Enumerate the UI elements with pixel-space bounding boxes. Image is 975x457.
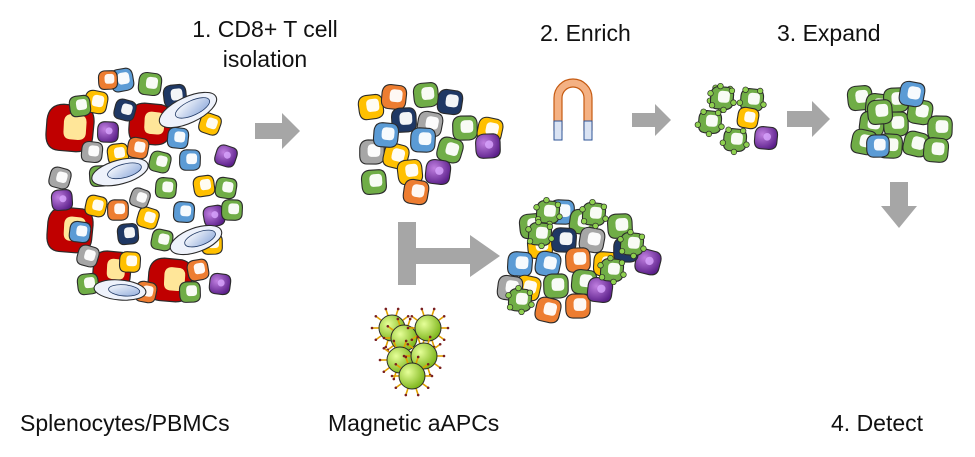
cell-icon <box>179 149 201 171</box>
aapcs-label: Magnetic aAPCs <box>328 410 500 436</box>
cell-icon <box>68 220 92 244</box>
expanded-cells-cluster-icon <box>846 80 953 163</box>
cell-icon <box>148 150 172 174</box>
cell-icon <box>507 251 533 277</box>
step1-label: 1. CD8+ T cell isolation <box>180 14 350 74</box>
cell-icon <box>736 106 760 130</box>
cell-icon <box>118 251 142 273</box>
cell-icon <box>360 169 387 195</box>
cell-icon <box>922 137 950 163</box>
macrophage-icon <box>169 224 223 256</box>
enriched-cells-cluster-icon <box>694 82 779 156</box>
cell-icon <box>372 122 400 148</box>
macrophage-icon <box>158 91 218 129</box>
cell-icon <box>214 176 238 200</box>
cell-icon <box>578 226 606 254</box>
macrophage-icon <box>91 157 149 187</box>
cell-icon <box>866 134 890 158</box>
cell-icon <box>424 158 452 186</box>
cell-icon <box>452 115 478 141</box>
cell-icon <box>380 84 408 110</box>
step1-label-line2: isolation <box>222 46 308 72</box>
arrow-icon-step3 <box>787 101 830 137</box>
cell-icon <box>551 227 577 253</box>
cell-icon <box>107 199 129 221</box>
bead-bound-cell-icon <box>525 218 555 250</box>
cell-icon <box>172 201 196 223</box>
cell-icon <box>927 115 953 141</box>
step2-label: 2. Enrich <box>540 20 631 46</box>
bead-icon <box>390 355 434 397</box>
cell-icon <box>214 144 238 168</box>
cell-icon <box>80 140 104 164</box>
cell-icon <box>221 199 243 221</box>
cell-icon <box>178 281 201 303</box>
arrow-icon-step1 <box>255 113 300 149</box>
cell-icon <box>898 80 926 108</box>
arrow-icon-step2 <box>632 104 671 136</box>
bead-bound-cell-icon <box>505 284 535 316</box>
cell-icon <box>534 250 562 278</box>
cell-icon <box>113 98 137 122</box>
cell-icon <box>48 166 72 190</box>
cell-icon <box>126 136 150 160</box>
cell-icon <box>97 121 119 143</box>
cell-icon <box>208 272 232 296</box>
magnet-icon <box>553 78 593 141</box>
step4-label: 4. Detect <box>831 410 924 436</box>
source-label: Splenocytes/PBMCs <box>20 410 230 436</box>
cell-icon <box>116 222 140 246</box>
t-bar-arrow-icon <box>398 222 500 285</box>
cell-icon <box>136 206 160 230</box>
cell-icon <box>68 94 92 118</box>
step3-label: 3. Expand <box>777 20 881 46</box>
cell-icon <box>76 244 100 268</box>
cell-icon <box>192 174 216 198</box>
cell-icon <box>866 99 893 125</box>
bead-bound-cell-icon <box>579 198 609 230</box>
cell-icon <box>543 273 569 299</box>
cell-icon <box>412 82 440 109</box>
cell-icon <box>436 136 464 164</box>
cell-icon <box>402 178 430 206</box>
cell-icon <box>186 258 210 282</box>
cell-icon <box>76 272 100 296</box>
step1-label-line1: 1. CD8+ T cell <box>192 16 338 42</box>
macrophage-icon <box>93 279 147 301</box>
mixed-cells-cluster-icon <box>496 196 662 324</box>
cell-icon <box>475 133 501 159</box>
cell-icon <box>50 189 74 212</box>
cell-icon <box>137 71 163 97</box>
bead-bound-cell-icon <box>719 126 750 156</box>
cell-icon <box>565 247 591 273</box>
cell-icon <box>634 248 662 276</box>
cell-icon <box>97 70 118 90</box>
cell-icon <box>166 126 190 150</box>
cell-icon <box>606 213 633 239</box>
arrow-icon-step4 <box>881 182 917 228</box>
bead-bound-cell-icon <box>694 108 725 138</box>
bead-bound-cell-icon <box>707 82 737 114</box>
cell-icon <box>410 127 436 153</box>
bead-bound-cell-icon <box>597 254 627 286</box>
cell-icon <box>753 126 779 150</box>
cell-icon <box>534 296 562 324</box>
splenocytes-cluster-icon <box>45 67 243 304</box>
cell-icon <box>436 88 464 116</box>
cell-icon <box>154 176 178 200</box>
cell-icon <box>150 228 174 252</box>
cell-icon <box>396 158 424 186</box>
cd8-cells-cluster-icon <box>357 82 504 206</box>
cell-icon <box>129 187 151 209</box>
cell-icon <box>84 194 108 218</box>
magnetic-bead-icon <box>370 307 450 397</box>
bead-bound-cell-icon <box>617 228 647 260</box>
